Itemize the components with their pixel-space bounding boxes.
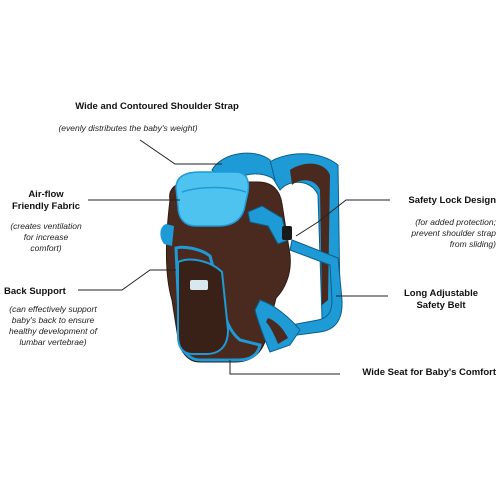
front-pocket	[177, 258, 230, 355]
side-strap-left	[160, 224, 174, 246]
note-airflow-line1: (creates ventilation	[10, 221, 82, 231]
note-safety-line2: prevent shoulder strap	[411, 228, 496, 238]
label-belt-line1: Long Adjustable	[403, 288, 479, 299]
leader-back	[78, 269, 176, 291]
note-back-line1: (can effectively support	[9, 304, 97, 314]
note-shoulder-strap: (evenly distributes the baby's weight)	[58, 123, 198, 133]
side-strap-right	[247, 205, 289, 245]
label-shoulder-strap: Wide and Contoured Shoulder Strap	[75, 101, 239, 112]
note-airflow-line2: for increase	[23, 232, 69, 242]
label-wide-seat: Wide Seat for Baby's Comfort	[362, 367, 496, 378]
label-airflow-line2: Friendly Fabric	[11, 201, 81, 212]
brand-patch	[190, 280, 208, 290]
seat-inner	[266, 318, 288, 344]
note-safety-line3: from sliding)	[449, 239, 496, 249]
note-back-line4: lumbar vertebrae)	[19, 337, 87, 347]
label-back-support: Back Support	[4, 286, 66, 297]
label-belt-line2: Safety Belt	[416, 300, 466, 311]
label-airflow-line1: Air-flow	[28, 189, 64, 200]
airflow-headrest	[175, 171, 250, 227]
leader-seat	[229, 360, 340, 375]
headrest-fold	[181, 186, 247, 193]
safety-lock-buckle	[282, 226, 292, 240]
note-safety-line1: (for added protection;	[415, 217, 496, 227]
note-airflow-line3: comfort)	[30, 243, 62, 253]
label-airflow-fabric: Air-flow Friendly Fabric	[6, 189, 86, 213]
leader-shoulder	[139, 139, 222, 165]
body-blue-trim	[174, 245, 262, 362]
note-airflow-fabric: (creates ventilation for increase comfor…	[6, 221, 86, 254]
note-back-line2: baby's back to ensure	[11, 315, 95, 325]
label-safety-belt: Long Adjustable Safety Belt	[386, 288, 496, 312]
leader-safety	[295, 199, 390, 237]
note-safety-lock: (for added protection; prevent shoulder …	[386, 217, 496, 250]
note-back-line3: healthy development of	[9, 326, 97, 336]
right-strap-inner	[290, 163, 330, 305]
label-safety-lock: Safety Lock Design	[408, 195, 496, 206]
note-back-support: (can effectively support baby's back to …	[0, 304, 106, 348]
